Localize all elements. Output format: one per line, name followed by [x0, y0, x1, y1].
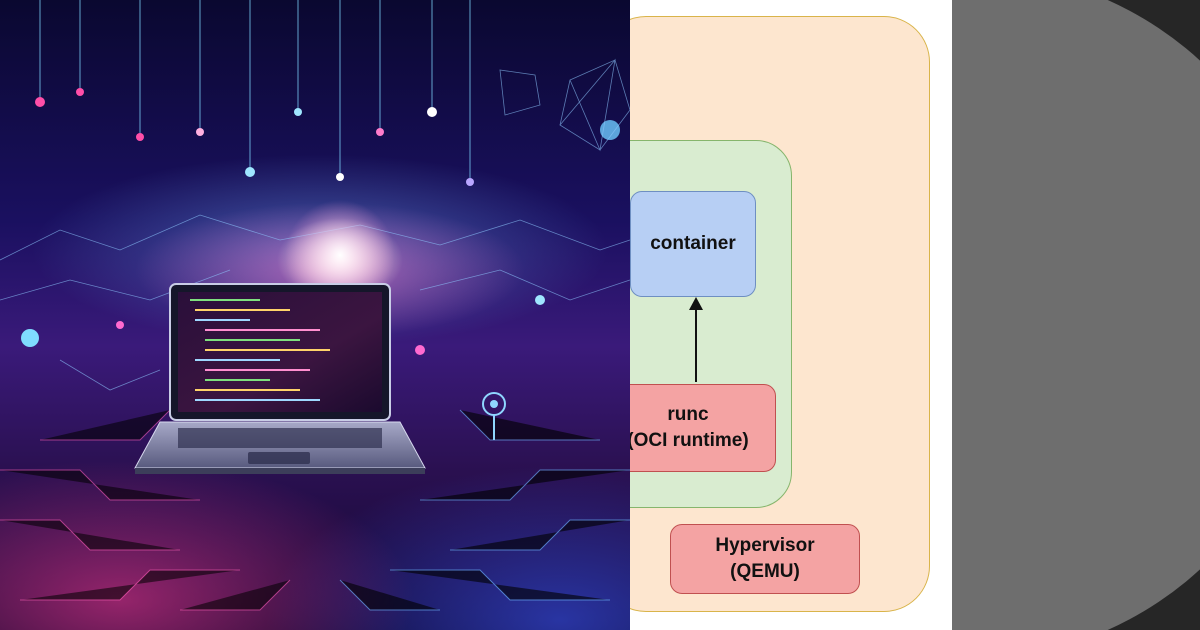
arrow-line — [695, 308, 697, 382]
code-lines — [190, 299, 330, 401]
disc-shape — [952, 0, 1200, 630]
runc-sublabel: (OCI runtime) — [630, 430, 749, 451]
hypervisor-sublabel: (QEMU) — [730, 561, 800, 582]
circuit-floor-left — [0, 409, 291, 611]
arrow-up-icon — [689, 297, 703, 310]
tech-background — [0, 0, 630, 611]
light-burst — [285, 200, 395, 310]
hypervisor-label: Hypervisor — [715, 535, 815, 556]
hero-illustration — [0, 0, 630, 630]
target-icon — [482, 392, 506, 440]
disc-panel — [952, 0, 1200, 630]
container-label: container — [650, 233, 736, 254]
laptop-icon — [134, 283, 426, 474]
hypervisor-node: Hypervisor (QEMU) — [670, 524, 860, 594]
runc-label: runc — [667, 404, 709, 425]
light-dots — [21, 88, 620, 355]
container-node: container — [630, 191, 756, 297]
hanging-lights — [39, 0, 471, 180]
runc-node: runc (OCI runtime) — [630, 384, 776, 472]
architecture-diagram: container runc (OCI runtime) Hypervisor … — [630, 0, 952, 630]
